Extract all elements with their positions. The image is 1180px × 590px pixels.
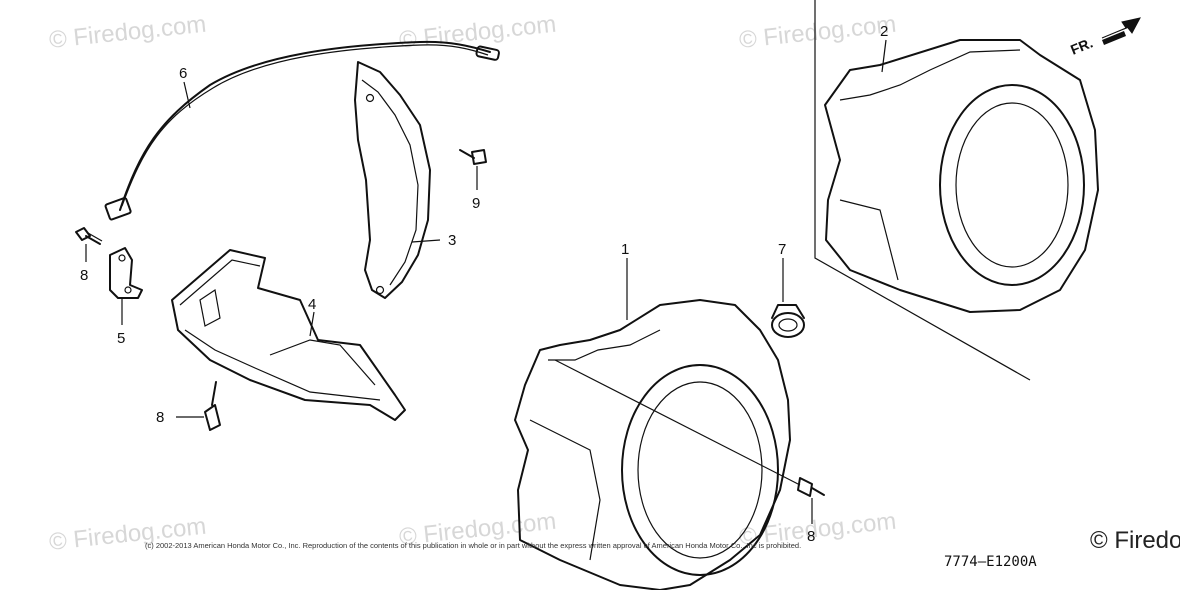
callouts: 1 2 3 4 5 6 7 8 8 8 9 xyxy=(80,23,888,545)
front-marker-label: FR. xyxy=(1068,34,1095,57)
watermark-text: © Firedog.com xyxy=(48,11,208,54)
callout-8-lower: 8 xyxy=(156,409,164,426)
front-direction-marker: FR. xyxy=(1068,17,1141,58)
watermark-text: © Firedog.com xyxy=(738,11,898,54)
corner-watermark: © Firedog xyxy=(1090,527,1180,554)
leader-lines xyxy=(85,39,887,524)
callout-6: 6 xyxy=(179,65,187,82)
arrow-right-icon xyxy=(1101,17,1141,39)
callout-1: 1 xyxy=(621,241,629,258)
callout-7: 7 xyxy=(778,241,786,258)
part-2-fan-cover xyxy=(814,0,1099,381)
callout-2: 2 xyxy=(880,23,888,40)
bolt-9 xyxy=(459,149,487,165)
bolt-8-lower xyxy=(204,381,221,431)
callout-3: 3 xyxy=(448,232,456,249)
watermarks: © Firedog.com © Firedog.com © Firedog.co… xyxy=(48,11,1180,556)
part-7-grommet xyxy=(771,304,805,338)
bolt-8-upper-left xyxy=(75,227,103,245)
part-1-fan-cover xyxy=(514,299,801,590)
part-5-bracket xyxy=(109,247,143,299)
part-6-cable xyxy=(104,40,500,221)
part-3-side-shroud xyxy=(354,61,431,299)
callout-5: 5 xyxy=(117,330,125,347)
copyright-notice: (c) 2002-2013 American Honda Motor Co., … xyxy=(145,541,801,550)
callout-8-right: 8 xyxy=(807,528,815,545)
callout-8-upper: 8 xyxy=(80,267,88,284)
bolt-8-right xyxy=(797,477,825,497)
diagram-code: 7774—E1200A xyxy=(944,554,1037,570)
callout-9: 9 xyxy=(472,195,480,212)
part-4-lower-shroud xyxy=(171,249,406,421)
callout-4: 4 xyxy=(308,296,316,313)
